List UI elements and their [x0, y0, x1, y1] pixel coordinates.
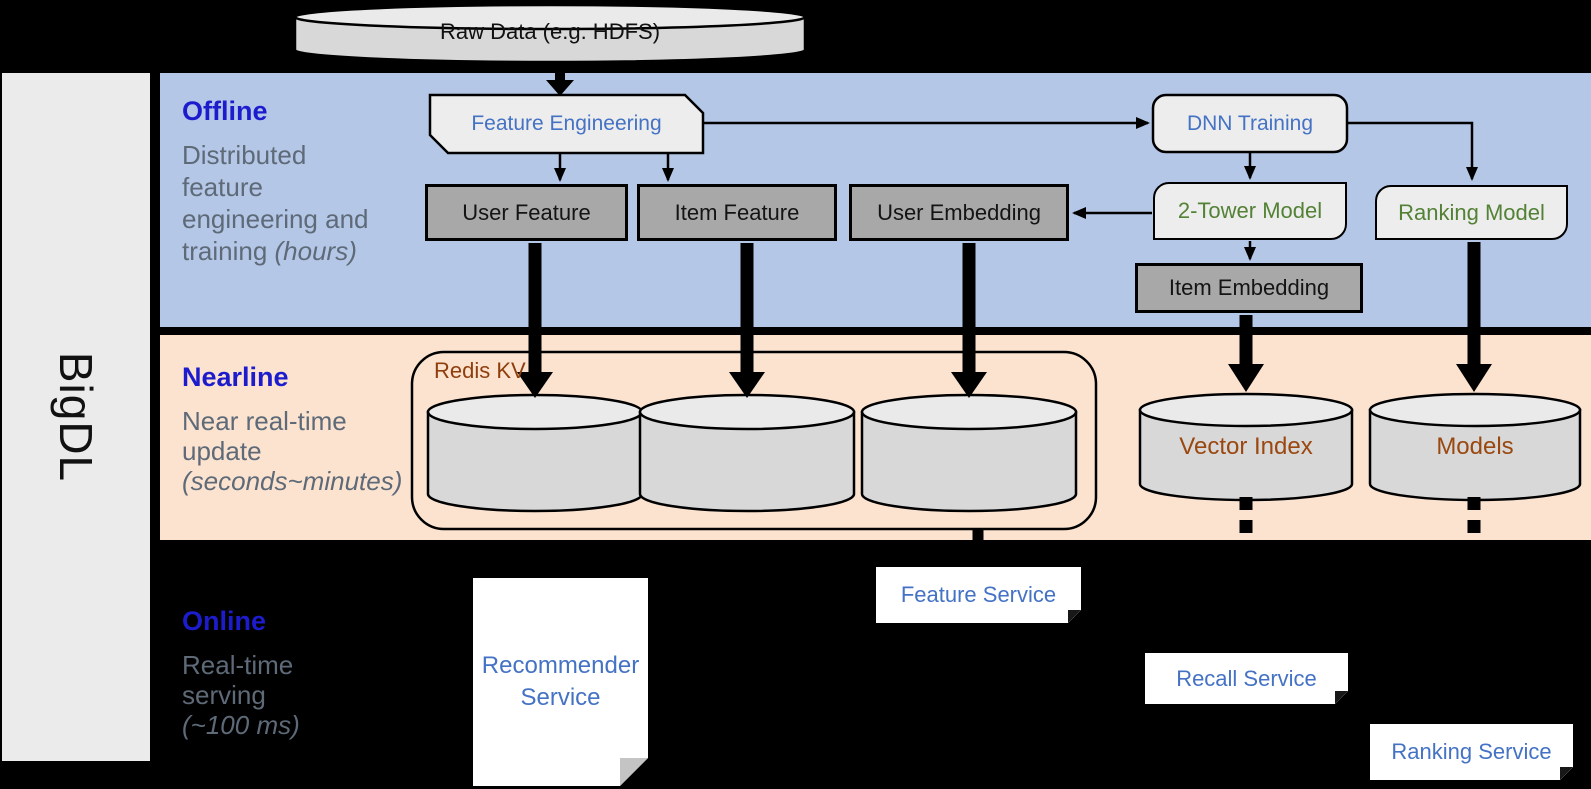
redis-kv-container	[410, 350, 1098, 531]
raw-data-label: Raw Data (e.g. HDFS)	[439, 18, 661, 44]
raw-data-cylinder	[293, 3, 807, 64]
thin-arrows	[554, 117, 1478, 261]
vector-index-label: Vector Index	[1179, 433, 1313, 460]
thick-arrows	[517, 63, 1492, 564]
online-description: Real-time serving (~100 ms)	[182, 650, 300, 740]
arrow-ranking-model-to-models	[1456, 364, 1492, 392]
ranking-service-box: Ranking Service	[1370, 724, 1573, 780]
offline-description: Distributed feature engineering and trai…	[182, 140, 369, 266]
kv-cylinder-1	[426, 393, 644, 513]
kv-cylinder-3	[860, 393, 1078, 513]
item-embedding-box: Item Embedding	[1135, 263, 1363, 313]
arrow-dnn-to-ranking-model	[1347, 121, 1478, 181]
dnn-training-shape	[1151, 93, 1349, 154]
two-tower-model-box: 2-Tower Model	[1153, 182, 1347, 240]
nearline-title: Nearline	[182, 362, 289, 392]
bigdl-sidebar: BigDL	[2, 73, 150, 761]
offline-title: Offline	[182, 96, 268, 126]
dnn-training-label: DNN Training	[1186, 111, 1314, 135]
recommender-service-doc: Recommender Service	[473, 578, 648, 786]
arrow-rawdata-to-offline	[546, 80, 574, 96]
item-feature-box: Item Feature	[637, 184, 837, 241]
arrow-item-feature-to-kv	[729, 372, 765, 398]
feature-engineering-shape	[428, 93, 705, 155]
models-label: Models	[1436, 433, 1514, 460]
recall-service-box: Recall Service	[1145, 653, 1348, 704]
redis-kv-label: Redis KV	[434, 358, 526, 383]
vector-index-cylinder	[1138, 392, 1354, 502]
online-title: Online	[182, 606, 267, 636]
kv-cylinder-2	[638, 393, 856, 513]
arrow-kv-to-feature-service	[963, 545, 993, 564]
nearline-description: Near real-time update (seconds~minutes)	[182, 406, 403, 496]
arrow-user-feature-to-kv	[517, 372, 553, 398]
feature-service-box: Feature Service	[876, 567, 1081, 623]
ranking-model-box: Ranking Model	[1375, 185, 1568, 240]
arrow-user-embedding-to-kv	[951, 372, 987, 398]
arrow-item-embedding-to-vector-index	[1228, 364, 1264, 392]
feature-engineering-label: Feature Engineering	[471, 112, 662, 135]
user-feature-box: User Feature	[425, 184, 628, 241]
user-embedding-box: User Embedding	[849, 184, 1069, 241]
